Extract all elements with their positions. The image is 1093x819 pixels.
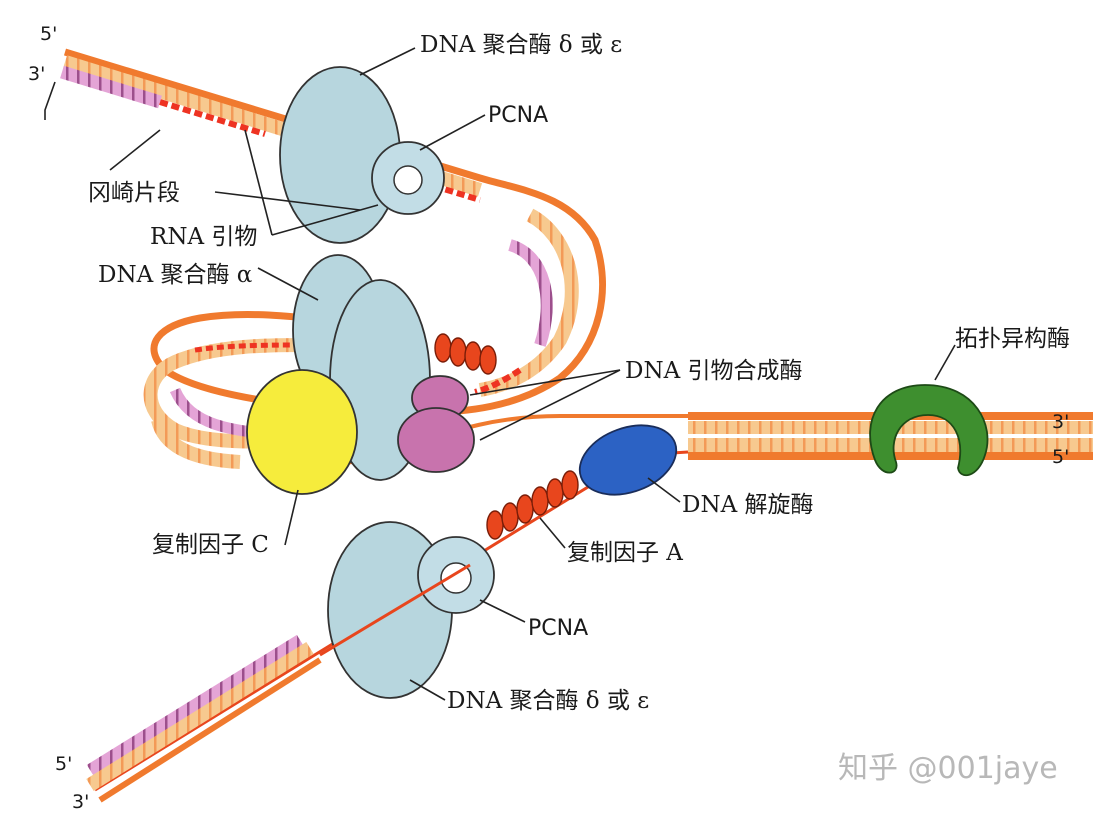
- rfa-coils-top: [434, 333, 497, 375]
- label-okazaki-fragment: 冈崎片段: [88, 180, 180, 206]
- watermark: 知乎 @001jaye: [838, 751, 1058, 786]
- primase: [397, 375, 475, 473]
- end-top-left-5: 5': [40, 23, 57, 45]
- label-rfa: 复制因子 A: [567, 540, 683, 566]
- leading-template-through-pol: [319, 563, 471, 657]
- end-bottom-5: 5': [55, 753, 72, 775]
- end-top-left-3: 3': [28, 63, 45, 85]
- rfa-coils-bottom: [486, 470, 579, 540]
- end-right-3: 3': [1052, 411, 1069, 433]
- rfc-clamp-loader: [246, 369, 358, 495]
- label-pcna-bottom: PCNA: [528, 616, 588, 641]
- label-pol-alpha: DNA 聚合酶 α: [98, 262, 252, 288]
- end-bottom-3: 3': [72, 791, 89, 813]
- helicase: [578, 424, 678, 496]
- pcna-ring-top: [371, 141, 445, 215]
- label-pol-delta-bottom: DNA 聚合酶 δ 或 ε: [447, 688, 649, 714]
- leader-lines: [44, 47, 956, 701]
- label-pol-delta-top: DNA 聚合酶 δ 或 ε: [420, 32, 622, 58]
- label-primase: DNA 引物合成酶: [625, 358, 803, 384]
- label-pcna-top: PCNA: [488, 103, 548, 128]
- label-helicase: DNA 解旋酶: [682, 492, 814, 518]
- label-rfc: 复制因子 C: [152, 532, 269, 558]
- label-topoisomerase: 拓扑异构酶: [955, 326, 1070, 352]
- topoisomerase: [869, 384, 989, 477]
- end-right-5: 5': [1052, 446, 1069, 468]
- label-rna-primer: RNA 引物: [150, 224, 257, 250]
